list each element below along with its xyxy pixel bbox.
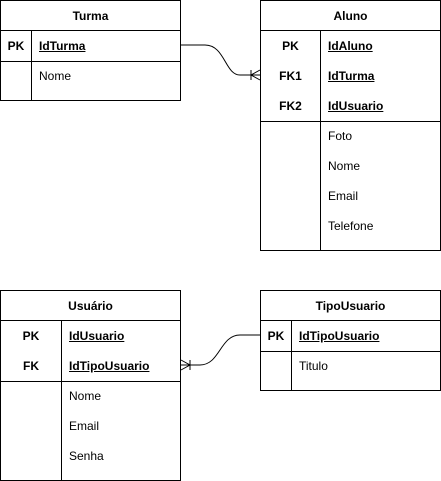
column-divider: [31, 31, 32, 100]
entity-aluno[interactable]: Aluno PK IdAluno FK1 IdTurma FK2 IdUsuar…: [260, 0, 441, 251]
key-attribute: IdUsuario: [328, 99, 384, 113]
attribute: Senha: [69, 449, 104, 463]
entity-title: Aluno: [261, 1, 440, 31]
key-section-divider: [261, 351, 440, 352]
connector-line: [181, 334, 260, 366]
attribute: Foto: [328, 129, 353, 143]
key-section-divider: [1, 381, 180, 382]
entity-turma[interactable]: Turma PK IdTurma Nome: [0, 0, 181, 101]
key-section-divider: [261, 121, 440, 122]
key-attribute: IdUsuario: [69, 329, 125, 343]
attribute: Nome: [69, 389, 102, 403]
key-label-pk: PK: [7, 39, 25, 53]
relationship-turma-aluno[interactable]: [181, 44, 261, 81]
attribute: Nome: [39, 69, 72, 83]
key-label-pk: PK: [282, 39, 299, 53]
key-attribute: IdTipoUsuario: [69, 359, 150, 373]
attribute: Email: [69, 419, 100, 433]
key-attribute: IdAluno: [328, 39, 373, 53]
key-label-fk: FK: [23, 359, 39, 373]
column-divider: [61, 321, 62, 480]
entity-tipousuario[interactable]: TipoUsuario PK IdTipoUsuario Titulo: [260, 290, 441, 391]
entity-title: Turma: [1, 1, 180, 31]
key-attribute: IdTipoUsuario: [299, 329, 380, 343]
key-attribute: IdTurma: [39, 39, 86, 53]
key-label-fk2: FK2: [279, 99, 302, 113]
attribute: Telefone: [328, 219, 374, 233]
attribute: Email: [328, 189, 359, 203]
key-attribute: IdTurma: [328, 69, 375, 83]
entity-usuario[interactable]: Usuário PK IdUsuario FK IdTipoUsuario No…: [0, 290, 181, 481]
key-label-pk: PK: [22, 329, 40, 343]
key-label-pk: PK: [267, 329, 285, 343]
attribute: Nome: [328, 159, 361, 173]
column-divider: [291, 321, 292, 390]
column-divider: [320, 31, 321, 250]
attribute: Titulo: [299, 359, 328, 373]
connector-line: [181, 44, 260, 76]
key-section-divider: [1, 61, 180, 62]
key-label-fk1: FK1: [279, 69, 302, 83]
relationship-tipousuario-usuario[interactable]: [180, 334, 260, 371]
entity-title: TipoUsuario: [261, 291, 440, 321]
entity-title: Usuário: [1, 291, 180, 321]
